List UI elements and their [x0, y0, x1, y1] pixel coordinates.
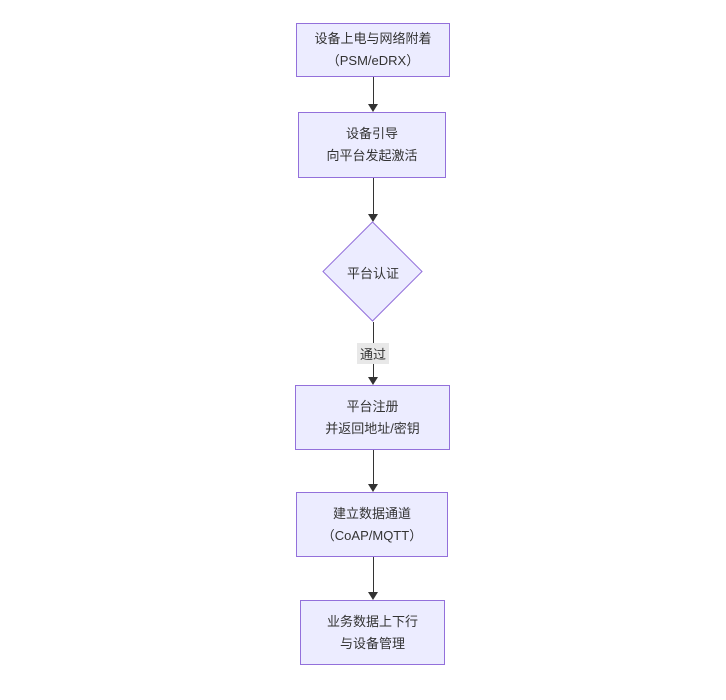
- node-label-line1: 设备引导: [345, 126, 398, 141]
- node-device-boot: 设备引导 向平台发起激活: [298, 112, 446, 178]
- node-platform-auth: 平台认证: [322, 221, 423, 322]
- edge-line: [373, 450, 374, 487]
- node-label-line1: 建立数据通道: [332, 505, 411, 521]
- edge-label-pass: 通过: [356, 343, 390, 364]
- node-label-line1: 设备上电与网络附着: [314, 31, 432, 46]
- node-label-line2: 与设备管理: [339, 635, 405, 651]
- node-label-line1: 平台认证: [346, 265, 399, 281]
- arrowhead-down-icon: [368, 104, 378, 112]
- node-label-line1: 业务数据上下行: [326, 613, 418, 629]
- node-label-line2: （CoAP/MQTT）: [321, 527, 423, 543]
- edge-line: [373, 178, 374, 217]
- node-data-channel: 建立数据通道 （CoAP/MQTT）: [296, 492, 448, 557]
- node-label-line2: 向平台发起激活: [326, 148, 418, 163]
- node-platform-register: 平台注册 并返回地址/密钥: [295, 385, 450, 450]
- edge-line: [373, 77, 374, 107]
- node-label-line2: 并返回地址/密钥: [325, 420, 420, 436]
- arrowhead-down-icon: [368, 592, 378, 600]
- edge-attach-to-boot: [368, 77, 379, 112]
- node-power-network-attach: 设备上电与网络附着 （PSM/eDRX）: [296, 23, 450, 77]
- arrowhead-down-icon: [368, 214, 378, 222]
- edge-boot-to-auth: [368, 178, 379, 222]
- arrowhead-down-icon: [368, 484, 378, 492]
- node-label-line2: （PSM/eDRX）: [326, 53, 420, 68]
- edge-channel-to-business: [368, 557, 379, 600]
- edge-register-to-channel: [368, 450, 379, 492]
- arrowhead-down-icon: [368, 377, 378, 385]
- edge-line: [373, 557, 374, 595]
- node-label-line1: 平台注册: [346, 398, 399, 414]
- node-business-data: 业务数据上下行 与设备管理: [300, 600, 445, 665]
